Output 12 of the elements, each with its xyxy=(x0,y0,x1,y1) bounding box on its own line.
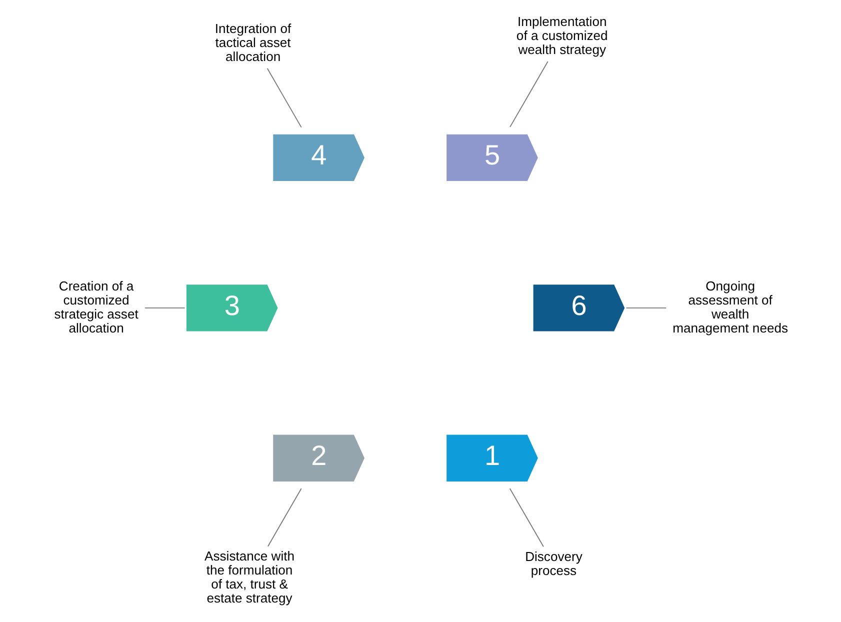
node-text: Discovery process xyxy=(524,548,582,578)
node-text: Creation of a customized strategic asset allocation xyxy=(54,278,138,336)
node-text: Ongoing assessment of wealth management needs xyxy=(672,278,788,336)
connector xyxy=(509,61,548,128)
connector xyxy=(266,68,302,128)
node-text: Assistance with the formulation of tax, trust & estate strategy xyxy=(204,548,294,606)
node-text: Implementation of a customized wealth strategy xyxy=(516,14,608,58)
connector xyxy=(144,307,185,308)
connector xyxy=(266,488,302,547)
node-text: Integration of tactical asset allocation xyxy=(214,21,291,64)
connector xyxy=(625,307,666,308)
connector xyxy=(508,488,544,548)
